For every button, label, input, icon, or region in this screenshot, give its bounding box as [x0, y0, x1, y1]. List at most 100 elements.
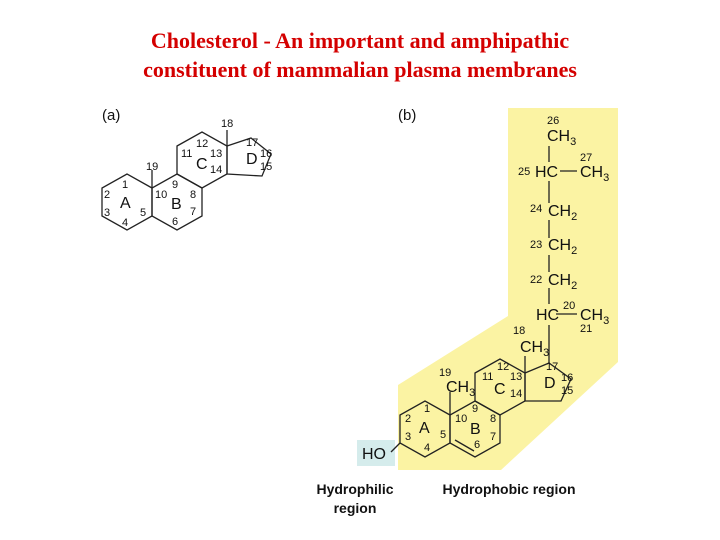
- panel-a-skeleton: (a) A B C D 1 2 3 4 5 6 7 8 9 10: [101, 107, 272, 231]
- atom-1-b: 1: [424, 403, 430, 415]
- atom-8-b: 8: [490, 413, 496, 425]
- sub-22: 2: [571, 280, 577, 292]
- ring-d-bonds: [226, 137, 272, 177]
- atom-3: 3: [104, 207, 110, 219]
- ring-b-label-b: B: [470, 421, 481, 438]
- atom-10: 10: [155, 189, 167, 201]
- slide-title: Cholesterol - An important and amphipath…: [0, 26, 720, 84]
- atom-2-b: 2: [405, 413, 411, 425]
- ring-d-bonds-b: [524, 362, 572, 402]
- atom-23-b: 23: [530, 239, 542, 251]
- ch-27: CH: [580, 164, 603, 181]
- atom-2: 2: [104, 189, 110, 201]
- methyl-26-group: CH3: [547, 128, 576, 148]
- atom-15-b: 15: [561, 385, 573, 397]
- atom-17-b: 17: [546, 361, 558, 373]
- atom-19-b: 19: [439, 367, 451, 379]
- atom-11: 11: [181, 148, 192, 160]
- sub-26: 3: [570, 136, 576, 148]
- atom-3-b: 3: [405, 431, 411, 443]
- atom-15: 15: [260, 161, 272, 173]
- ch-18: CH: [520, 339, 543, 356]
- sub-18: 3: [543, 347, 549, 359]
- hydroxyl-bond: [390, 442, 401, 453]
- atom-18: 18: [221, 118, 233, 130]
- atom-18-b: 18: [513, 325, 525, 337]
- ch2-23-group: CH2: [548, 237, 577, 257]
- atom-6: 6: [172, 216, 178, 228]
- ch2-22-group: CH2: [548, 272, 577, 292]
- panel-b-label: (b): [398, 107, 416, 124]
- ch-21: CH: [580, 307, 603, 324]
- atom-8: 8: [190, 189, 196, 201]
- methyl-18-group: CH3: [520, 339, 549, 359]
- hydrophobic-region-shading: [398, 108, 618, 470]
- title-line-2: constituent of mammalian plasma membrane…: [143, 57, 577, 82]
- hydrophilic-caption-line-1: Hydrophilic: [316, 481, 393, 497]
- ring-d-label-b: D: [544, 375, 556, 392]
- ch-19: CH: [446, 379, 469, 396]
- ring-b-label: B: [171, 196, 182, 213]
- hydrophobic-caption: Hydrophobic region: [443, 481, 576, 497]
- atom-9: 9: [172, 179, 178, 191]
- atom-4: 4: [122, 217, 128, 229]
- ch-26: CH: [547, 128, 570, 145]
- atom-13-b: 13: [510, 371, 522, 383]
- ch2-24: CH: [548, 203, 571, 220]
- hydrophilic-region-shading: [357, 440, 395, 466]
- atom-5-b: 5: [440, 429, 446, 441]
- atom-9-b: 9: [472, 403, 478, 415]
- atom-16-b: 16: [561, 372, 573, 384]
- atom-12: 12: [196, 138, 208, 150]
- atom-11-b: 11: [482, 371, 493, 383]
- sub-19: 3: [469, 387, 475, 399]
- atom-17: 17: [246, 137, 258, 149]
- atom-13: 13: [210, 148, 222, 160]
- atom-4-b: 4: [424, 442, 430, 454]
- hc-25-group: HC: [535, 164, 558, 181]
- atom-25-b: 25: [518, 166, 530, 178]
- sub-23: 2: [571, 245, 577, 257]
- panel-b-structure: (b) A B C D: [316, 107, 618, 516]
- atom-7: 7: [190, 206, 196, 218]
- atom-7-b: 7: [490, 431, 496, 443]
- double-bond-5-6: [454, 439, 475, 452]
- atom-24-b: 24: [530, 203, 542, 215]
- atom-10-b: 10: [455, 413, 467, 425]
- sub-24: 2: [571, 211, 577, 223]
- hydroxyl-group: HO: [362, 446, 386, 463]
- ring-c-label-b: C: [494, 381, 506, 398]
- methyl-19-group: CH3: [446, 379, 475, 399]
- sub-21: 3: [603, 315, 609, 327]
- ring-d-label: D: [246, 151, 258, 168]
- ch2-23: CH: [548, 237, 571, 254]
- methyl-21-group: CH3: [580, 307, 609, 327]
- hydrophilic-caption-line-2: region: [334, 500, 377, 516]
- atom-21-b: 21: [580, 323, 592, 335]
- atom-22-b: 22: [530, 274, 542, 286]
- ho-text: HO: [362, 446, 386, 463]
- title-line-1: Cholesterol - An important and amphipath…: [150, 28, 570, 53]
- atom-16: 16: [260, 148, 272, 160]
- ring-a-label-b: A: [419, 420, 430, 437]
- atom-5: 5: [140, 207, 146, 219]
- atom-6-b: 6: [474, 439, 480, 451]
- atom-20-b: 20: [563, 300, 575, 312]
- atom-1: 1: [122, 179, 128, 191]
- atom-14-b: 14: [510, 388, 522, 400]
- ring-a-label: A: [120, 195, 131, 212]
- hc-20-group: HC: [536, 307, 559, 324]
- ch2-22: CH: [548, 272, 571, 289]
- ch2-24-group: CH2: [548, 203, 577, 223]
- atom-27-b: 27: [580, 152, 592, 164]
- atom-19: 19: [146, 161, 158, 173]
- atom-12-b: 12: [497, 361, 509, 373]
- atom-14: 14: [210, 164, 222, 176]
- ring-c-label: C: [196, 156, 208, 173]
- methyl-27-group: CH3: [580, 164, 609, 184]
- atom-26-b: 26: [547, 115, 559, 127]
- panel-a-label: (a): [102, 107, 120, 124]
- sub-27: 3: [603, 172, 609, 184]
